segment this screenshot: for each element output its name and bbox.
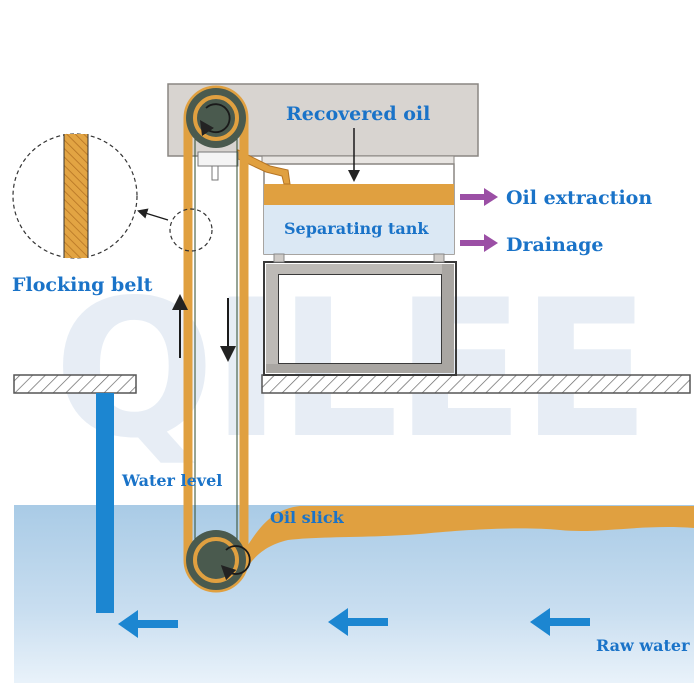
belt-detail-section	[64, 134, 88, 258]
right-platform	[261, 374, 691, 394]
flow-arrow-right-icon	[530, 608, 590, 636]
oil-extraction-arrow-icon	[460, 188, 498, 206]
flow-arrow-middle-icon	[328, 608, 388, 636]
tank-water	[264, 205, 454, 254]
tank-oil-layer	[264, 184, 454, 205]
label-separating-tank: Separating tank	[284, 219, 429, 238]
tank-frame	[263, 261, 457, 376]
left-platform	[13, 374, 137, 394]
scraper-bracket	[197, 151, 239, 167]
label-raw-water: Raw water	[596, 636, 690, 655]
label-recovered-oil: Recovered oil	[286, 103, 430, 125]
oil-slick-layer	[232, 506, 694, 572]
housing-skirt	[261, 155, 455, 165]
callout-pointer	[137, 208, 169, 221]
water-level-pipe	[96, 393, 114, 613]
drainage-arrow-icon	[460, 234, 498, 252]
label-flocking-belt: Flocking belt	[12, 274, 153, 296]
label-water-level: Water level	[121, 471, 222, 490]
belt-detail-source	[169, 208, 213, 252]
top-roller-rotation-icon	[199, 103, 231, 136]
bottom-roller-rotation-icon	[220, 545, 251, 581]
label-drainage: Drainage	[506, 234, 604, 256]
flow-arrow-left-icon	[118, 610, 178, 638]
label-oil-slick: Oil slick	[270, 508, 345, 527]
label-oil-extraction: Oil extraction	[506, 187, 652, 209]
